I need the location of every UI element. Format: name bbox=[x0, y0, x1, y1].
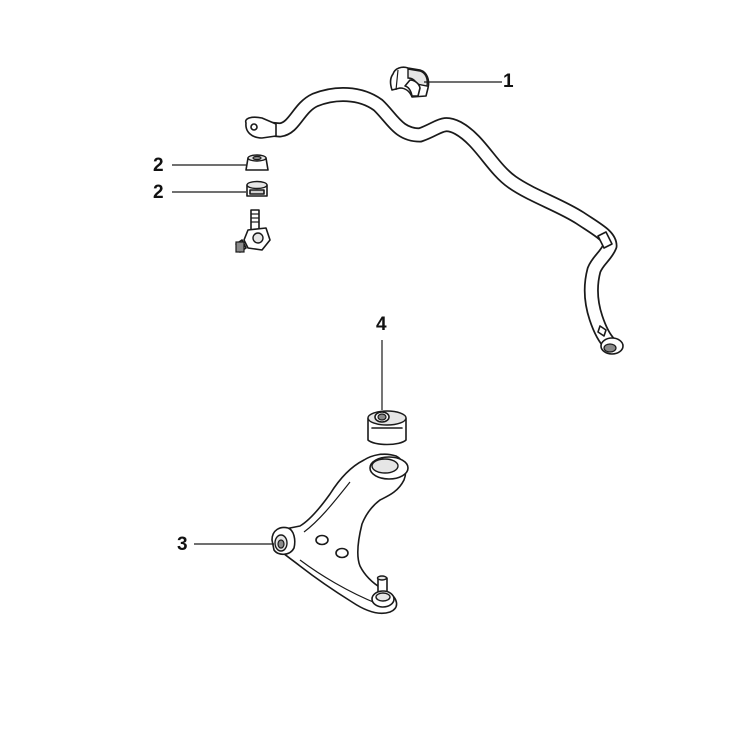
arm-hole-1 bbox=[315, 534, 329, 546]
link-bushing-lower bbox=[246, 180, 268, 197]
leader-lines bbox=[172, 81, 502, 545]
lower-control-arm bbox=[271, 453, 409, 615]
stabilizer-bar bbox=[244, 87, 624, 355]
bar-left-eye bbox=[244, 116, 277, 139]
arm-hole-2 bbox=[335, 547, 349, 559]
link-bushing-upper bbox=[245, 154, 269, 171]
stabilizer-bushing bbox=[389, 66, 430, 98]
callout-3: 3 bbox=[177, 534, 188, 555]
bar-right-end bbox=[597, 325, 624, 355]
control-arm-bushing bbox=[367, 410, 407, 446]
callout-1: 1 bbox=[503, 71, 514, 92]
bar-left-eye-hole bbox=[250, 123, 258, 131]
callout-4: 4 bbox=[376, 314, 387, 335]
callout-2-lower: 2 bbox=[153, 182, 164, 203]
stabilizer-link bbox=[235, 209, 271, 253]
ball-joint bbox=[371, 575, 395, 608]
bar-bend-clamp bbox=[597, 231, 613, 249]
callout-2-upper: 2 bbox=[153, 155, 164, 176]
